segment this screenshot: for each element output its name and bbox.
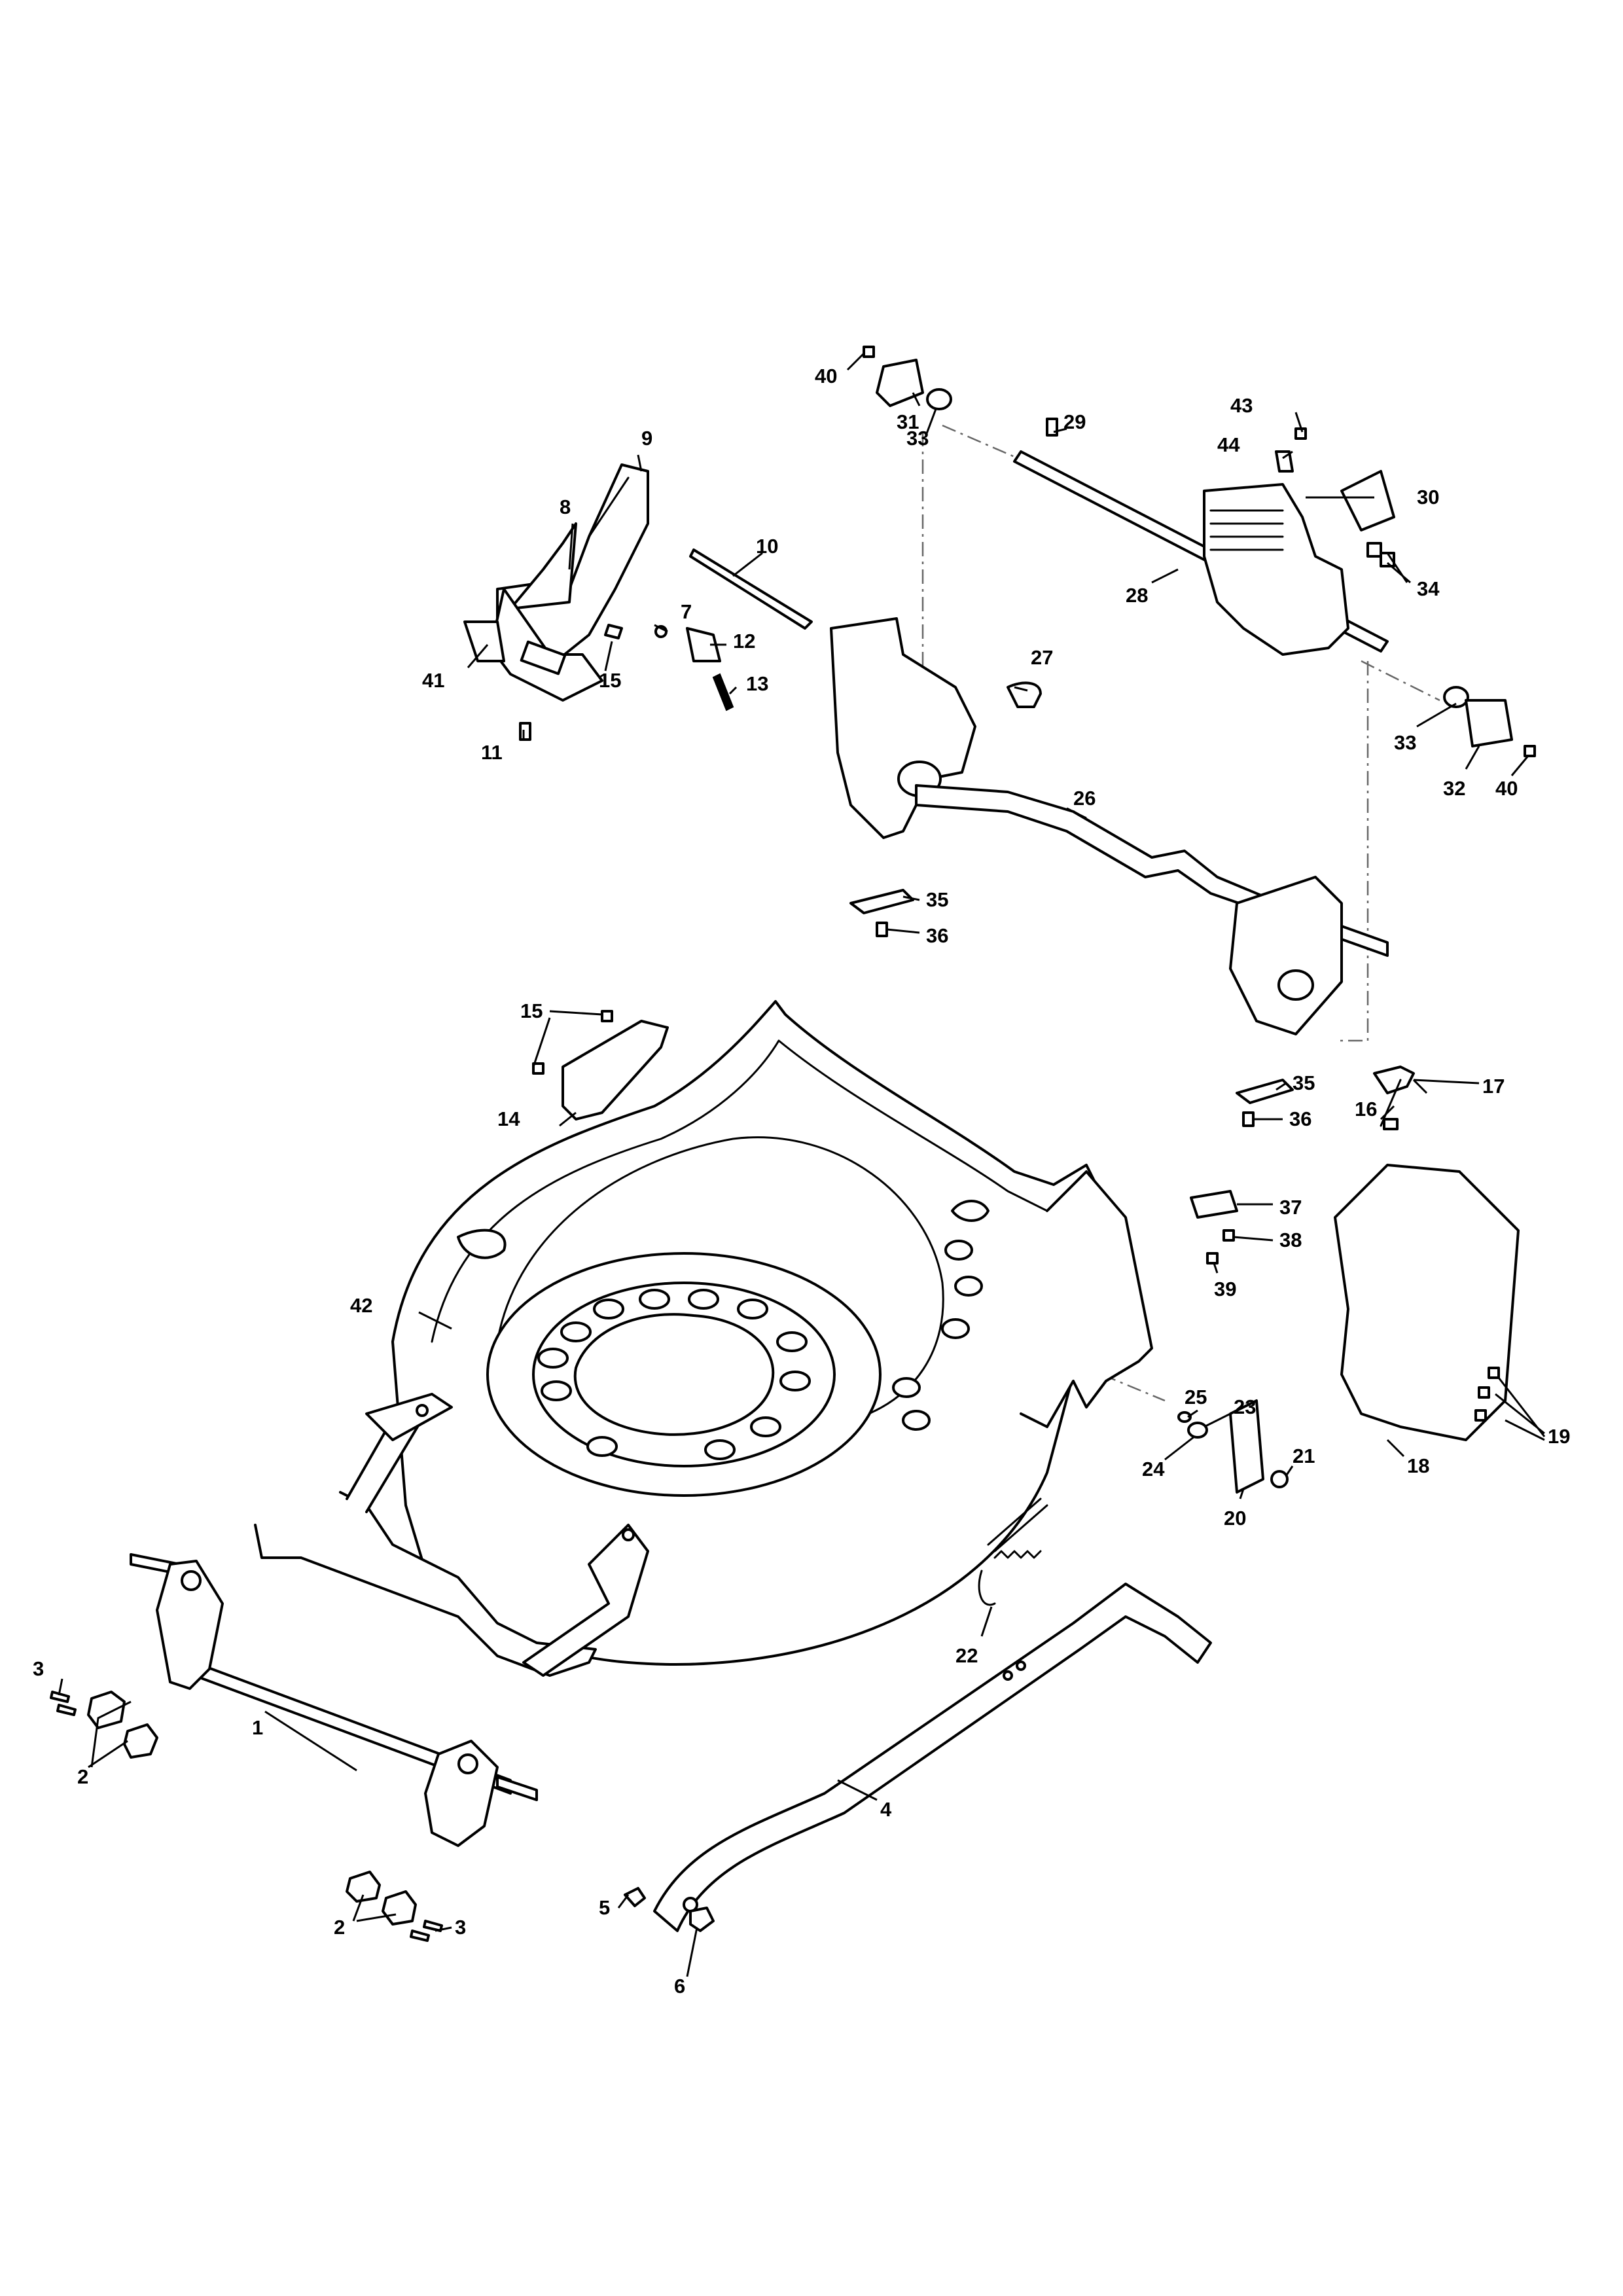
deck-bosses bbox=[537, 1240, 983, 1460]
rear-axle-assembly bbox=[830, 617, 1389, 1127]
callout-42: 42 bbox=[350, 1294, 372, 1317]
height-adjust-lever bbox=[624, 1498, 1212, 1932]
callout-29: 29 bbox=[1063, 410, 1086, 433]
callout-30: 30 bbox=[1417, 486, 1439, 509]
callout-6: 6 bbox=[674, 1975, 685, 1998]
callout-22: 22 bbox=[955, 1644, 978, 1667]
callout-40: 40 bbox=[1495, 777, 1518, 800]
callout-2: 2 bbox=[77, 1765, 88, 1788]
callout-36: 36 bbox=[926, 924, 948, 947]
callout-9: 9 bbox=[641, 427, 652, 450]
callout-11: 11 bbox=[481, 741, 503, 764]
callout-25: 25 bbox=[1185, 1386, 1207, 1408]
callout-37: 37 bbox=[1279, 1196, 1302, 1219]
callout-5: 5 bbox=[599, 1896, 610, 1919]
mower-deck bbox=[254, 1000, 1153, 1677]
callout-33: 33 bbox=[906, 427, 929, 450]
callout-7: 7 bbox=[681, 600, 692, 623]
callout-15: 15 bbox=[520, 999, 543, 1022]
gearbox-assembly bbox=[863, 346, 1536, 757]
callout-43: 43 bbox=[1230, 394, 1253, 417]
front-axle-assembly bbox=[50, 1553, 538, 1942]
callout-32: 32 bbox=[1443, 777, 1465, 800]
callout-20: 20 bbox=[1224, 1507, 1246, 1530]
callout-12: 12 bbox=[733, 630, 755, 653]
callout-21: 21 bbox=[1293, 1444, 1315, 1467]
callout-28: 28 bbox=[1126, 584, 1148, 607]
callout-16: 16 bbox=[1355, 1098, 1377, 1121]
callout-39: 39 bbox=[1214, 1278, 1236, 1300]
callout-3: 3 bbox=[455, 1916, 466, 1939]
callout-27: 27 bbox=[1031, 646, 1053, 669]
callout-3: 3 bbox=[33, 1657, 44, 1680]
callout-8: 8 bbox=[560, 495, 571, 518]
callout-24: 24 bbox=[1142, 1458, 1165, 1480]
callout-35: 35 bbox=[1293, 1071, 1315, 1094]
callout-4: 4 bbox=[880, 1798, 892, 1821]
callout-10: 10 bbox=[756, 535, 778, 558]
callout-38: 38 bbox=[1279, 1229, 1302, 1251]
callout-26: 26 bbox=[1073, 787, 1096, 810]
side-components bbox=[532, 1010, 1520, 1494]
callout-18: 18 bbox=[1407, 1454, 1429, 1477]
callout-14: 14 bbox=[497, 1107, 520, 1130]
callout-2: 2 bbox=[334, 1916, 345, 1939]
callout-23: 23 bbox=[1234, 1395, 1256, 1418]
callout-31: 31 bbox=[897, 410, 919, 433]
callout-41: 41 bbox=[422, 669, 444, 692]
callout-15: 15 bbox=[599, 669, 621, 692]
callout-13: 13 bbox=[746, 672, 768, 695]
callout-40: 40 bbox=[815, 365, 837, 387]
callout-33: 33 bbox=[1394, 731, 1416, 754]
callout-34: 34 bbox=[1417, 577, 1440, 600]
callout-17: 17 bbox=[1482, 1075, 1505, 1098]
callout-19: 19 bbox=[1548, 1425, 1570, 1448]
callout-35: 35 bbox=[926, 888, 948, 911]
callout-36: 36 bbox=[1289, 1107, 1311, 1130]
callout-1: 1 bbox=[252, 1716, 263, 1739]
leader-lines bbox=[58, 352, 1546, 1977]
callout-44: 44 bbox=[1217, 433, 1240, 456]
drive-control-handle bbox=[463, 463, 813, 741]
callout-labels: 1 2 2 3 3 4 5 6 7 8 9 10 11 12 13 14 15 … bbox=[33, 365, 1570, 1998]
